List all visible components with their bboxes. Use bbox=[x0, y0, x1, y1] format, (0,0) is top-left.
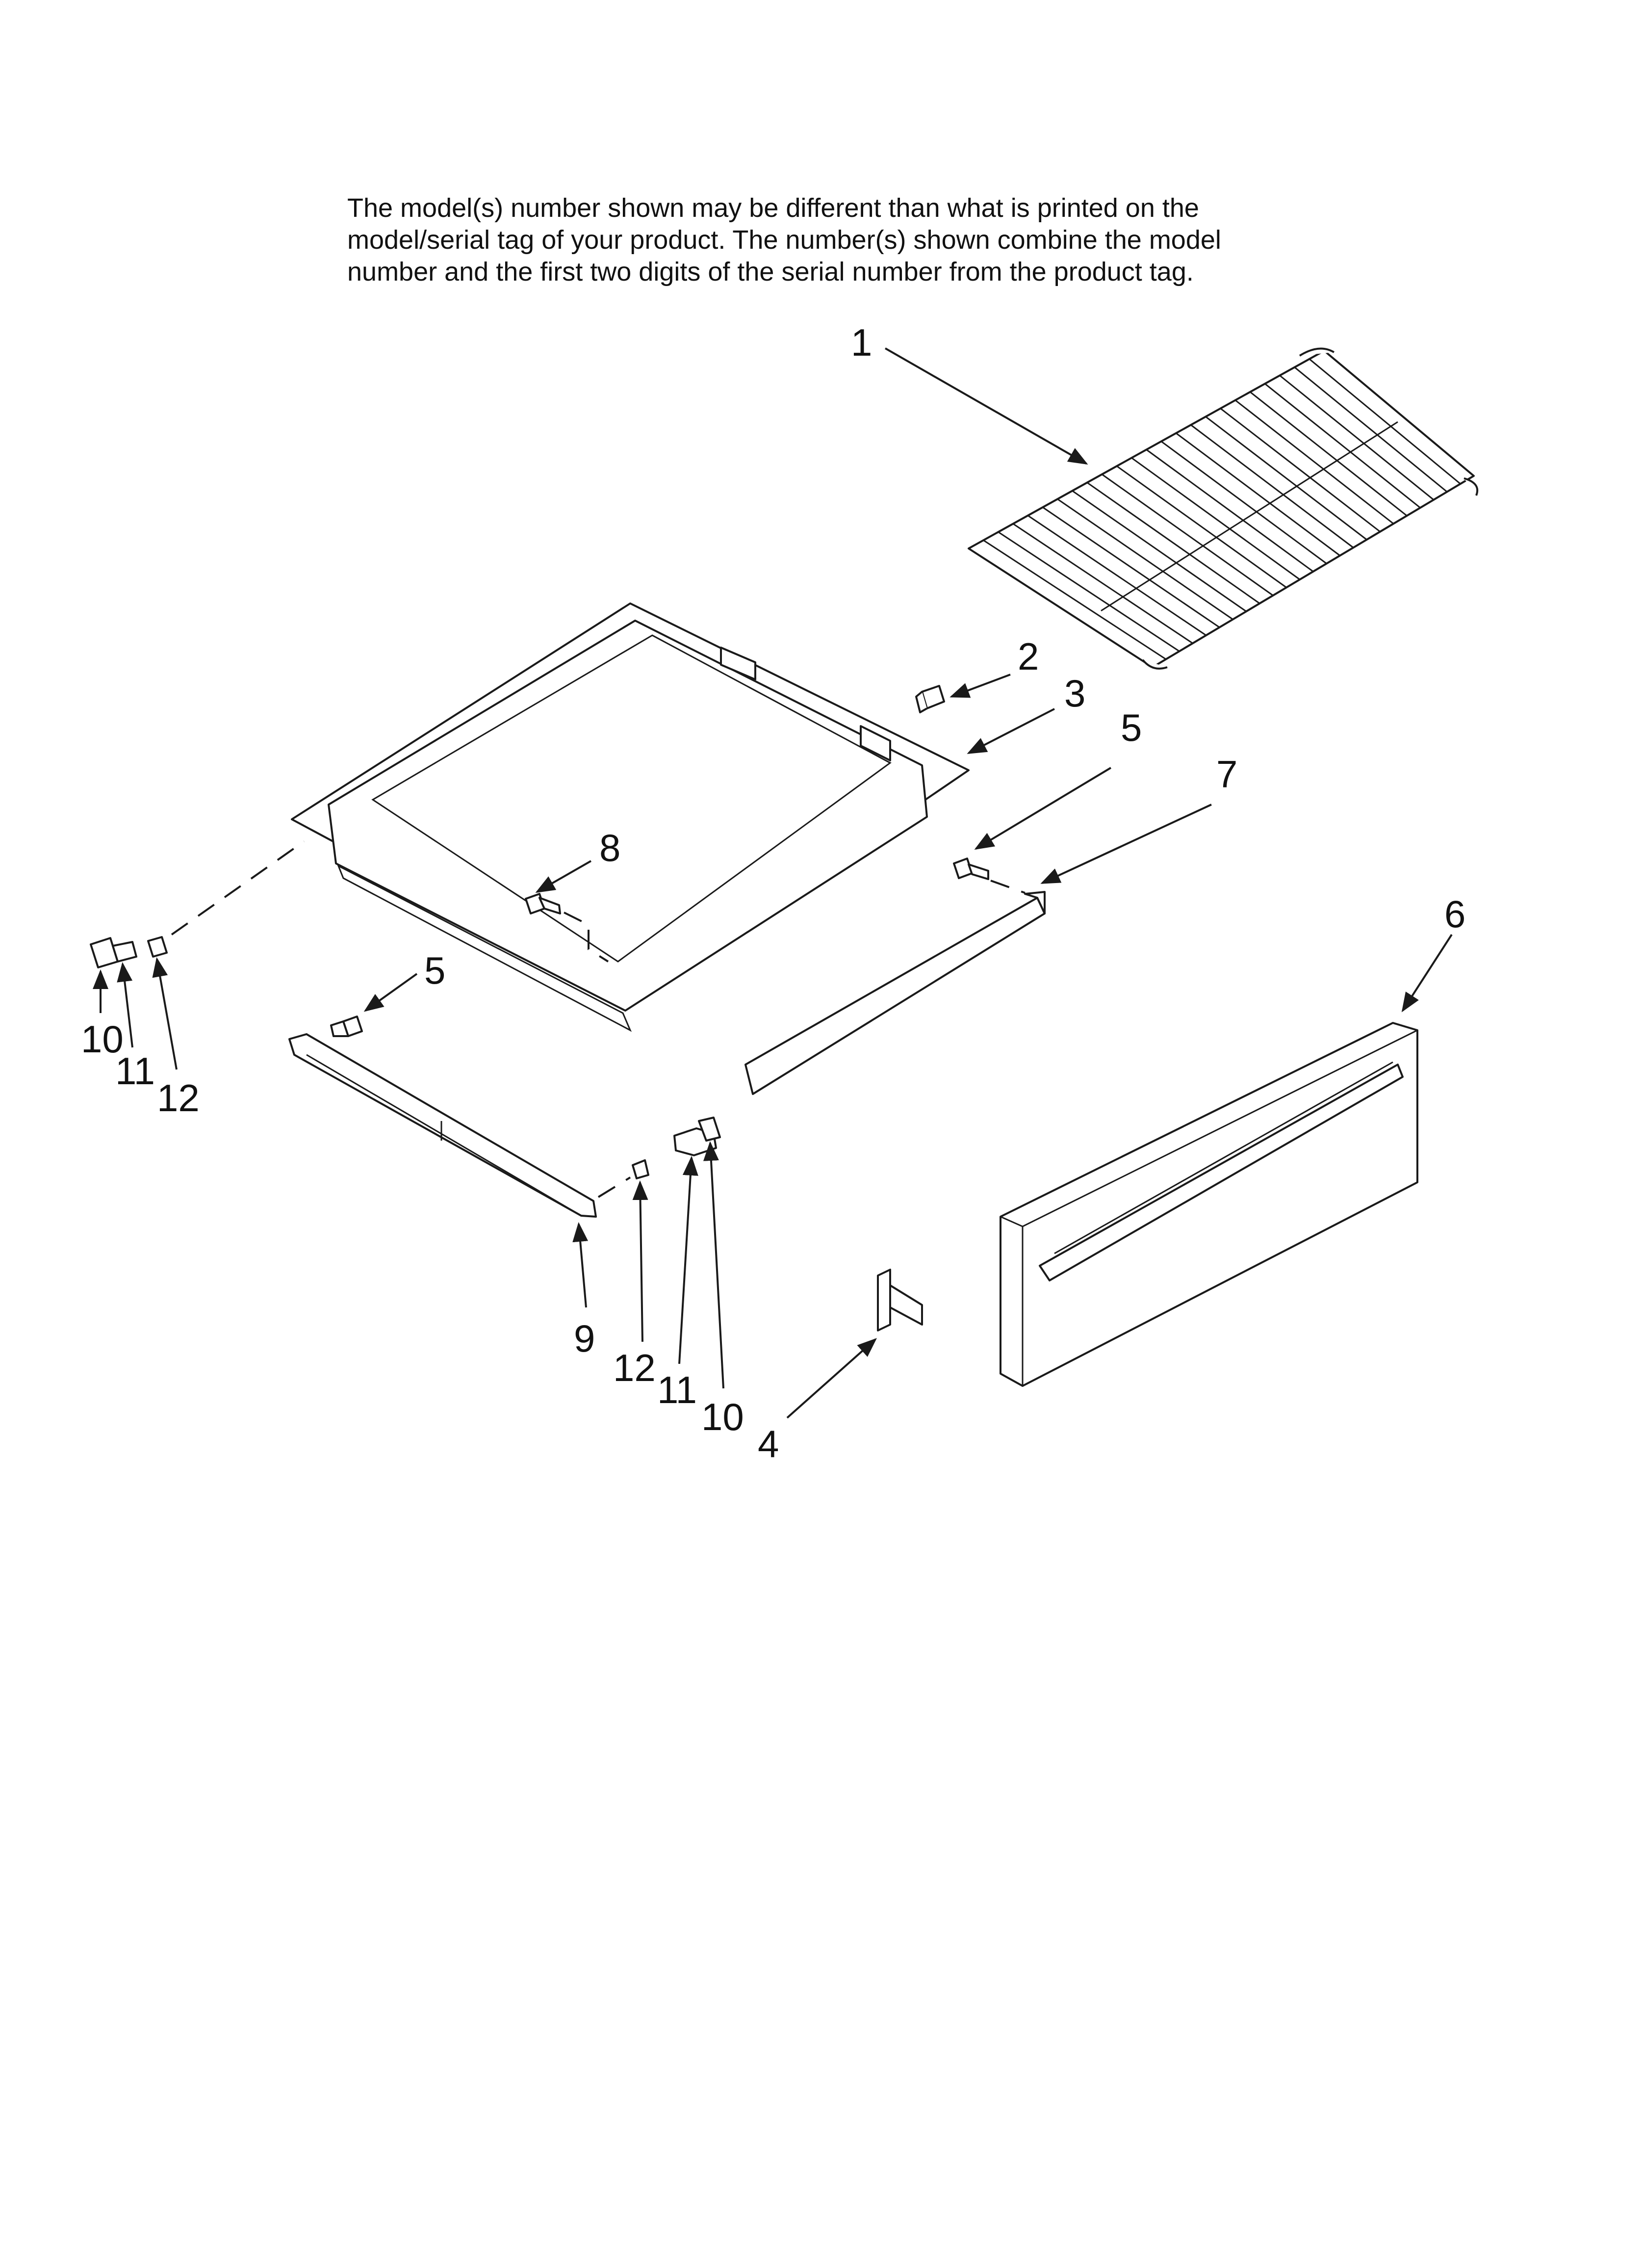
callout-7: 7 bbox=[1216, 753, 1237, 796]
note-line-2: model/serial tag of your product. The nu… bbox=[347, 225, 1221, 255]
rack-wire bbox=[1086, 482, 1260, 604]
rack-wire bbox=[1234, 399, 1394, 524]
callout-3: 3 bbox=[1064, 672, 1085, 715]
side-rail-part bbox=[288, 1033, 597, 1218]
rack-wire bbox=[1042, 506, 1220, 628]
callout-5-lower: 5 bbox=[424, 949, 445, 992]
callout-6: 6 bbox=[1444, 892, 1465, 936]
callout-1: 1 bbox=[851, 321, 872, 364]
screw-8-part bbox=[525, 893, 561, 914]
model-number-note: The model(s) number shown may be differe… bbox=[347, 192, 1377, 288]
rack-wire bbox=[1205, 416, 1367, 541]
callout-12-right: 12 bbox=[613, 1346, 656, 1389]
rack-wire bbox=[1116, 465, 1287, 588]
bracket-part bbox=[877, 1269, 923, 1331]
rack-wire bbox=[1012, 523, 1193, 644]
callout-12-left: 12 bbox=[157, 1076, 200, 1120]
screw-5-upper-part bbox=[953, 858, 989, 880]
callout-2: 2 bbox=[1018, 635, 1039, 678]
callout-11-left: 11 bbox=[115, 1049, 155, 1093]
screw-5-lower-part bbox=[330, 1016, 363, 1037]
callout-labels: 1 2 3 5 7 8 6 5 10 11 12 9 12 11 10 4 bbox=[81, 321, 1465, 1465]
rack-wire bbox=[1131, 457, 1301, 580]
rack-wire bbox=[1308, 358, 1461, 485]
leader-lines bbox=[93, 347, 1453, 1419]
callout-11-right: 11 bbox=[657, 1368, 697, 1411]
rack-wire bbox=[1072, 490, 1247, 612]
hardware-left-part bbox=[90, 936, 168, 968]
clip-part bbox=[915, 685, 945, 713]
rack-wire bbox=[1102, 473, 1274, 596]
callout-9: 9 bbox=[574, 1317, 595, 1360]
rack-wire bbox=[1057, 498, 1233, 620]
callout-10-left: 10 bbox=[81, 1017, 124, 1061]
rack-wire bbox=[1279, 375, 1435, 500]
note-line-3: number and the first two digits of the s… bbox=[347, 257, 1194, 287]
oven-rack-part bbox=[968, 347, 1479, 670]
rack-wire bbox=[1027, 515, 1207, 636]
rack-wire bbox=[1190, 424, 1354, 548]
rack-wire bbox=[1264, 383, 1421, 509]
callout-8: 8 bbox=[599, 826, 620, 869]
rack-wire bbox=[1250, 391, 1408, 517]
callout-4: 4 bbox=[758, 1422, 779, 1465]
rack-wire bbox=[998, 531, 1180, 652]
rack-wire bbox=[1176, 432, 1340, 556]
callout-10-right: 10 bbox=[701, 1395, 744, 1438]
rack-wire bbox=[1294, 366, 1448, 493]
drawer-pan-part bbox=[291, 602, 970, 1032]
rack-wire bbox=[1146, 449, 1314, 573]
hardware-right-part bbox=[632, 1117, 721, 1179]
rack-wire bbox=[1220, 408, 1381, 532]
rack-wire bbox=[1160, 441, 1327, 564]
drawer-front-part bbox=[1000, 1022, 1418, 1387]
note-line-1: The model(s) number shown may be differe… bbox=[347, 193, 1199, 223]
callout-5-upper: 5 bbox=[1121, 706, 1142, 749]
front-rail-part bbox=[744, 891, 1046, 1095]
rack-wire bbox=[983, 539, 1167, 660]
